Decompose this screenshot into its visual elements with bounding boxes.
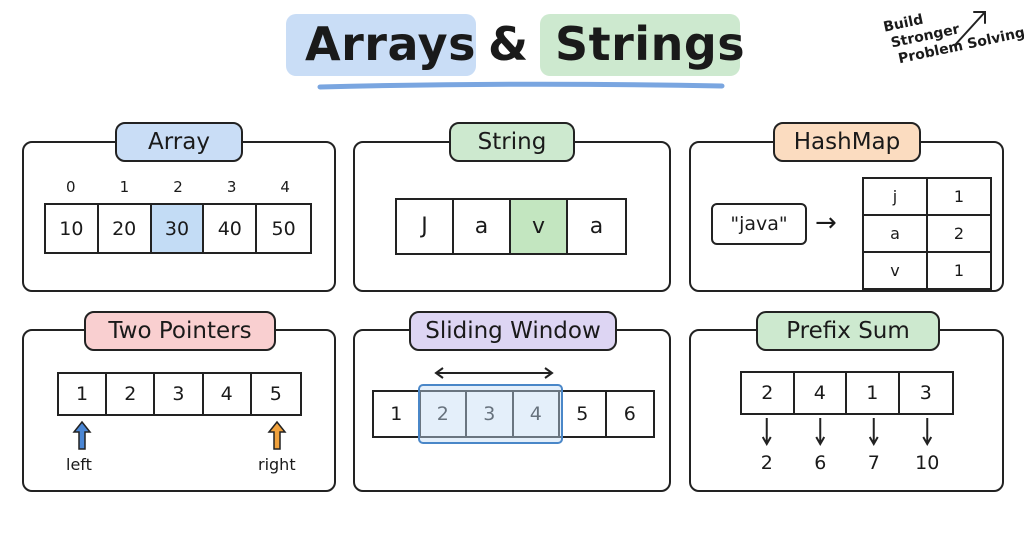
- prefix-sum-cell: 2: [742, 373, 795, 413]
- array-index-label: 4: [280, 178, 290, 196]
- array-panel-title: Array: [115, 122, 243, 162]
- two-pointers-cell: 4: [204, 374, 252, 414]
- prefix-sum-result: 7: [867, 452, 880, 474]
- title-highlight-blue: [286, 14, 476, 76]
- array-cell: 50: [271, 217, 296, 240]
- title-strings: Strings: [555, 17, 746, 71]
- string-cell: a: [454, 200, 511, 253]
- hashmap-count-cell: 1: [926, 177, 992, 216]
- prefix-sum-panel-title: Prefix Sum: [756, 311, 940, 351]
- right-pointer-label: right: [258, 455, 296, 474]
- array-cell: 10: [46, 205, 99, 252]
- prefix-sum-result: 10: [915, 452, 940, 474]
- array-cell: 30: [151, 205, 205, 252]
- left-pointer-label: left: [66, 455, 92, 474]
- sliding-window-cell: 5: [560, 392, 607, 436]
- array-index-label: 1: [119, 178, 130, 196]
- hashmap-count-cell: 2: [926, 214, 992, 253]
- hashmap-key-cell: j: [862, 177, 928, 216]
- sliding-window-cell: 4: [514, 392, 560, 436]
- prefix-sum-cell: 1: [847, 373, 900, 413]
- two-pointers-cell: 2: [107, 374, 156, 414]
- sliding-window-cell: 2: [421, 392, 467, 436]
- sliding-window-cell: 6: [623, 403, 636, 425]
- array-cell: 20: [99, 205, 152, 252]
- array-index-label: 2: [173, 178, 183, 196]
- string-cell: v: [511, 200, 568, 253]
- hashmap-count-cell: 1: [926, 251, 992, 290]
- prefix-sum-result: 6: [814, 452, 827, 474]
- array-index-label: 3: [226, 178, 237, 196]
- two-pointers-cell: 3: [155, 374, 204, 414]
- sliding-window-cell: 3: [467, 392, 514, 436]
- two-pointers-panel-title: Two Pointers: [84, 311, 276, 351]
- prefix-sum-cell: 3: [919, 382, 932, 404]
- hashmap-panel-title: HashMap: [773, 122, 921, 162]
- two-pointers-cell: 5: [269, 383, 282, 405]
- title-ampersand: &: [488, 17, 529, 71]
- title-highlight-green: [540, 14, 740, 76]
- tagline: Build Stronger Problem Solving: [882, 0, 1024, 70]
- hashmap-arrow-icon: →: [815, 208, 837, 238]
- two-pointers-cell: 1: [59, 374, 108, 414]
- string-cell: J: [397, 200, 454, 253]
- title-underline: [317, 81, 725, 90]
- hashmap-key-cell: v: [862, 251, 928, 290]
- sliding-window-frame: [417, 384, 563, 444]
- title-arrays: Arrays: [305, 17, 476, 71]
- string-panel-title: String: [449, 122, 575, 162]
- sliding-window-panel-title: Sliding Window: [409, 311, 617, 351]
- string-cell: a: [589, 214, 604, 239]
- array-cell: 40: [204, 205, 258, 252]
- hashmap-key-cell: a: [862, 214, 928, 253]
- sliding-window-cell: 1: [374, 392, 421, 436]
- prefix-sum-cell: 4: [795, 373, 847, 413]
- prefix-sum-result: 2: [760, 452, 773, 474]
- hashmap-key: "java": [711, 203, 807, 245]
- array-index-label: 0: [66, 178, 76, 196]
